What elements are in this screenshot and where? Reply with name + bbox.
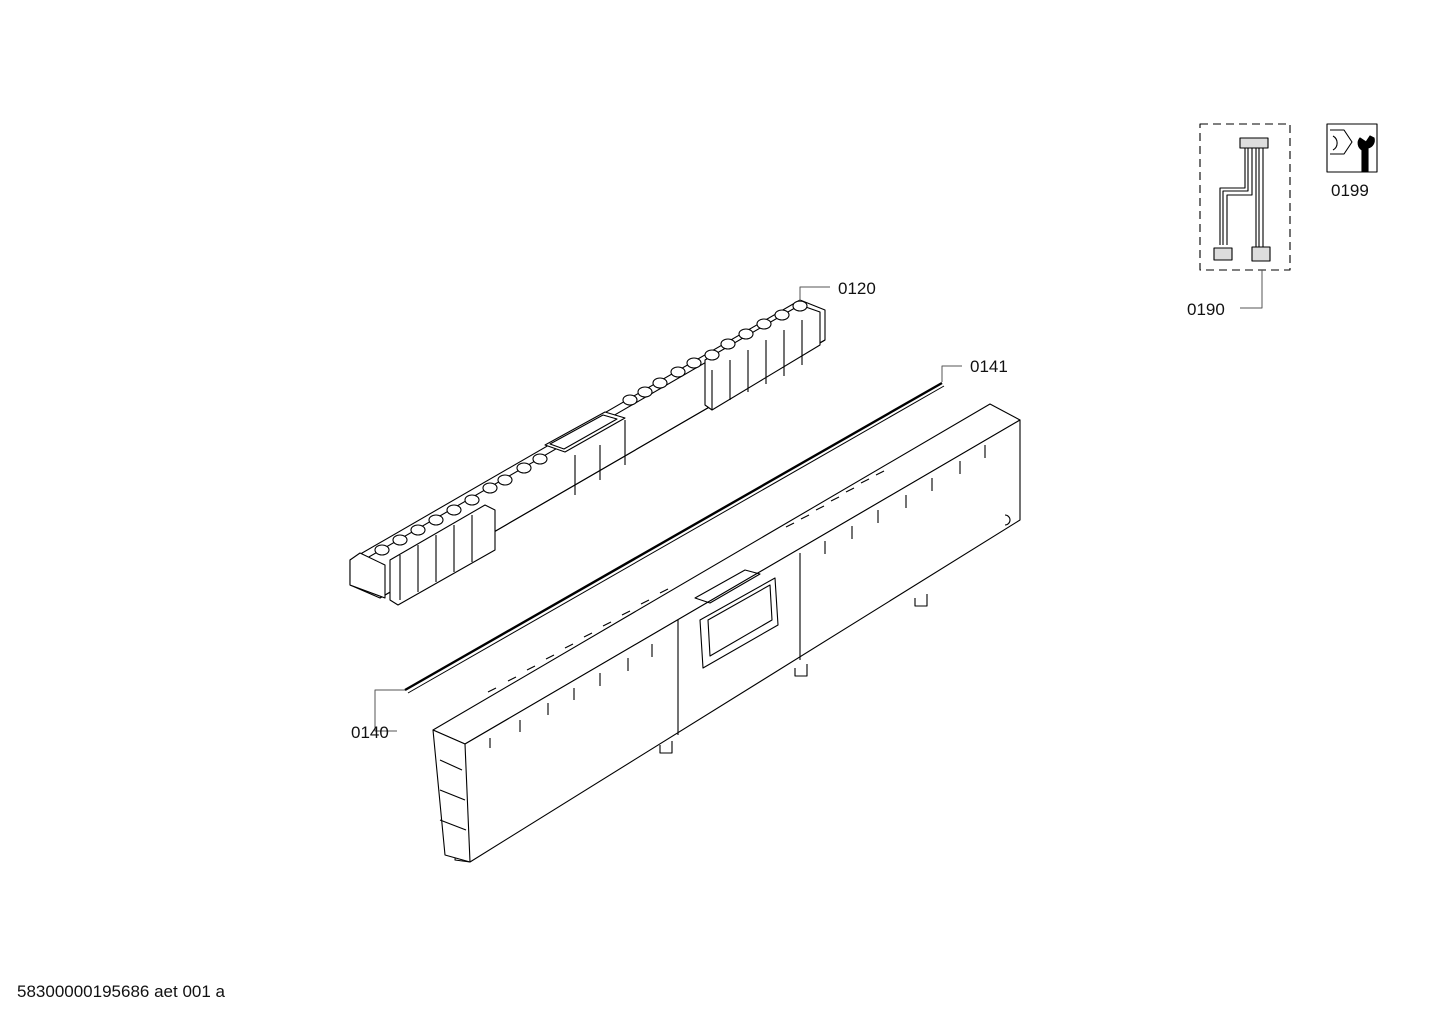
callout-0140[interactable]: 0140 [351, 723, 389, 742]
leader-lines [374, 270, 1263, 732]
part-0141-seal-strip[interactable] [404, 381, 945, 694]
drawing-code: 58300000195686 aet 001 a [17, 982, 225, 1001]
part-0120-control-module[interactable] [349, 299, 826, 606]
service-wrench-icon[interactable] [1326, 123, 1378, 173]
callout-0120[interactable]: 0120 [838, 279, 876, 298]
part-0140-control-panel-fascia[interactable] [432, 403, 1021, 863]
callout-0141[interactable]: 0141 [970, 357, 1008, 376]
callout-0199[interactable]: 0199 [1331, 181, 1369, 200]
part-0190-cable-harness[interactable] [1199, 123, 1291, 271]
callout-0190[interactable]: 0190 [1187, 300, 1225, 319]
